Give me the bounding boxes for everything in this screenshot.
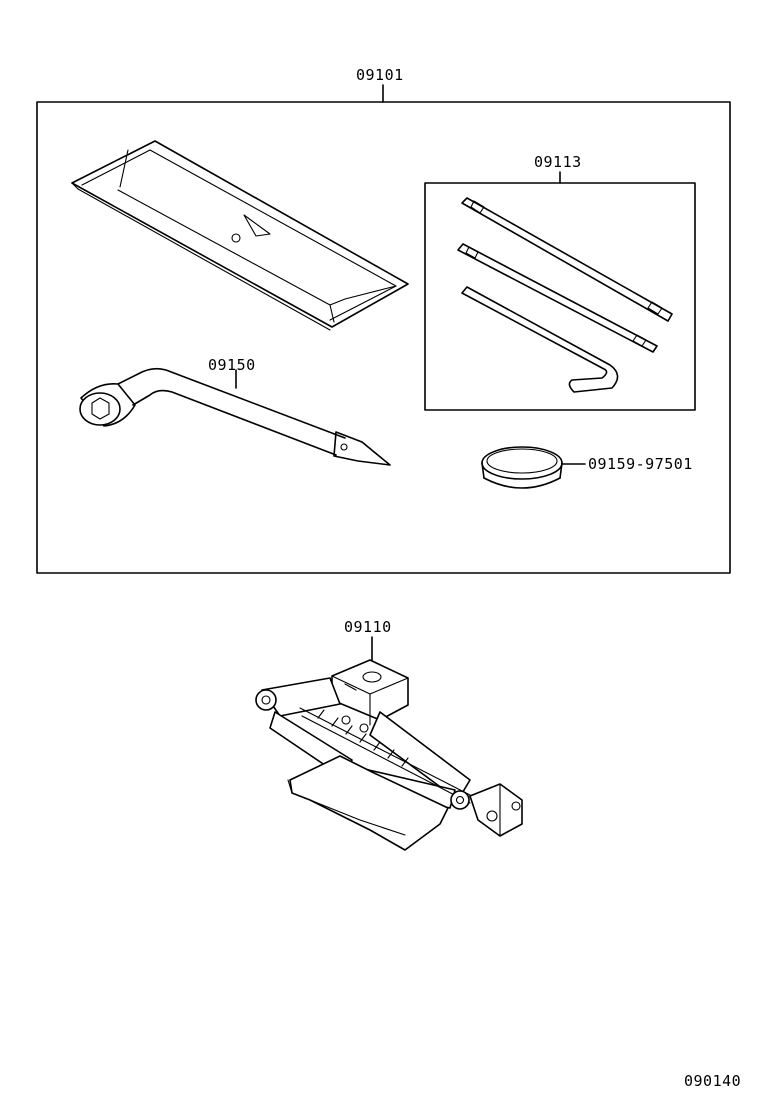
callout-jack-handle-bars: 09113 [534,153,582,171]
jack-handle-bar-2 [457,243,658,353]
jack-handle-bar-hook [461,286,619,393]
callout-tool-kit: 09101 [356,66,404,84]
tool-bag [71,140,409,331]
jack-handle-bars-frame [424,182,696,411]
callout-band: 09159-97501 [588,455,693,473]
jack-handle-bar-1 [461,197,673,322]
illustration-number: 090140 [684,1072,742,1090]
callout-jack: 09110 [344,618,392,636]
wheel-wrench [79,367,391,466]
callout-wheel-wrench: 09150 [208,356,256,374]
band [481,446,586,489]
jack [255,659,523,851]
